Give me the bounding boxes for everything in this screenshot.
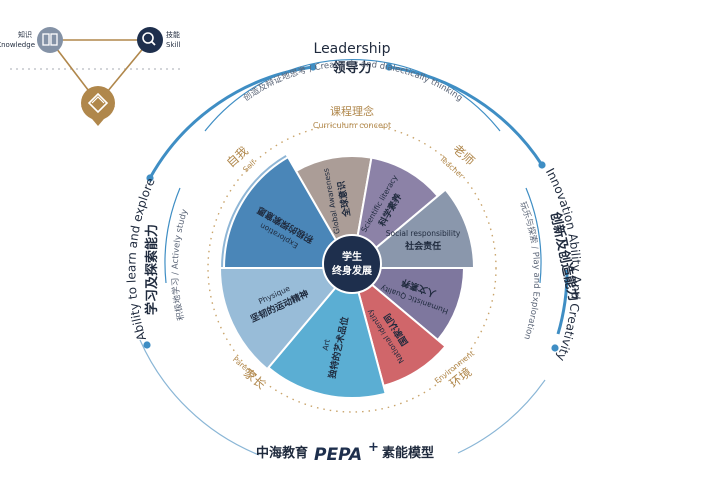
footer-plus: +: [368, 440, 379, 455]
ring-dot: [146, 174, 154, 182]
inner-ring-arc-bottom-right: [457, 379, 546, 454]
segment-humanistic-quality: [349, 267, 466, 342]
segment-national-identity: [350, 265, 447, 388]
competency-wheel: Psychology卓越的心理社会能力Global Awareness全球意识S…: [218, 152, 476, 399]
middle-ring-arc-right: [525, 187, 542, 284]
knowledge-en: Knowledge: [0, 41, 35, 49]
segment-scientific-literacy: [350, 156, 440, 271]
center-circle: [322, 234, 382, 294]
knowledge-cn: 知识: [18, 30, 32, 39]
segment-exploration: [222, 155, 354, 269]
influence-dotted-ring: [207, 123, 497, 413]
segment-social-responsibility: [349, 188, 476, 269]
footer-title: 中海教育 PEPA + 素能模型: [256, 440, 434, 465]
leadership-en: Leadership: [314, 41, 391, 57]
leadership-cn: 领导力: [332, 60, 371, 76]
book-icon: [42, 33, 58, 46]
outer-ring-arc-top-left: [148, 65, 314, 179]
innovation-sub: 玩乐与探索 / Play and Exploration: [517, 201, 541, 341]
knowledge-node: [37, 27, 63, 53]
footer-brand: PEPA: [314, 445, 362, 465]
leadership-sub: 创造及辩证地思考 / Creatively and dialectically …: [241, 59, 464, 103]
ring-dot: [143, 341, 151, 349]
segment-art: [267, 265, 387, 399]
learn-cn: 学习及探索能力: [144, 224, 160, 315]
segment-label-cn: 社会责任: [404, 240, 441, 252]
segment-physique: [218, 267, 355, 371]
search-icon: [142, 32, 156, 46]
inner-ring-arc-bottom-left: [139, 339, 260, 456]
outer-ring-arc-right: [556, 269, 569, 335]
knowledge-skill-legend: 知识 Knowledge 技能 Skill: [0, 27, 180, 126]
skill-en: Skill: [166, 41, 180, 49]
footer-prefix: 中海教育: [256, 445, 308, 461]
center-line1: 学生: [342, 250, 362, 263]
diamond-logo-icon: [87, 92, 109, 114]
pepa-node-tip: [81, 106, 115, 126]
ring-dot: [538, 161, 546, 169]
ring-dot: [385, 63, 393, 71]
curriculum-en: Curriculum concept: [313, 121, 391, 130]
segment-label-en: Art: [321, 338, 332, 351]
skill-cn: 技能: [166, 30, 180, 39]
outer-ring: [139, 58, 569, 456]
footer-suffix: 素能模型: [382, 445, 434, 461]
outer-ring-arc-top-right: [388, 65, 544, 166]
curriculum-cn: 课程理念: [330, 104, 374, 118]
ring-dot: [309, 63, 317, 71]
center-line2: 终身发展: [332, 264, 372, 277]
middle-ring-arc-top: [204, 58, 501, 132]
ring-dot: [551, 344, 559, 352]
learn-sub: 积极地学习 / Actively study: [170, 208, 190, 321]
middle-ring-arc-left: [164, 187, 181, 284]
segment-label-en: Social responsibility: [386, 229, 461, 238]
skill-node: [137, 27, 163, 53]
